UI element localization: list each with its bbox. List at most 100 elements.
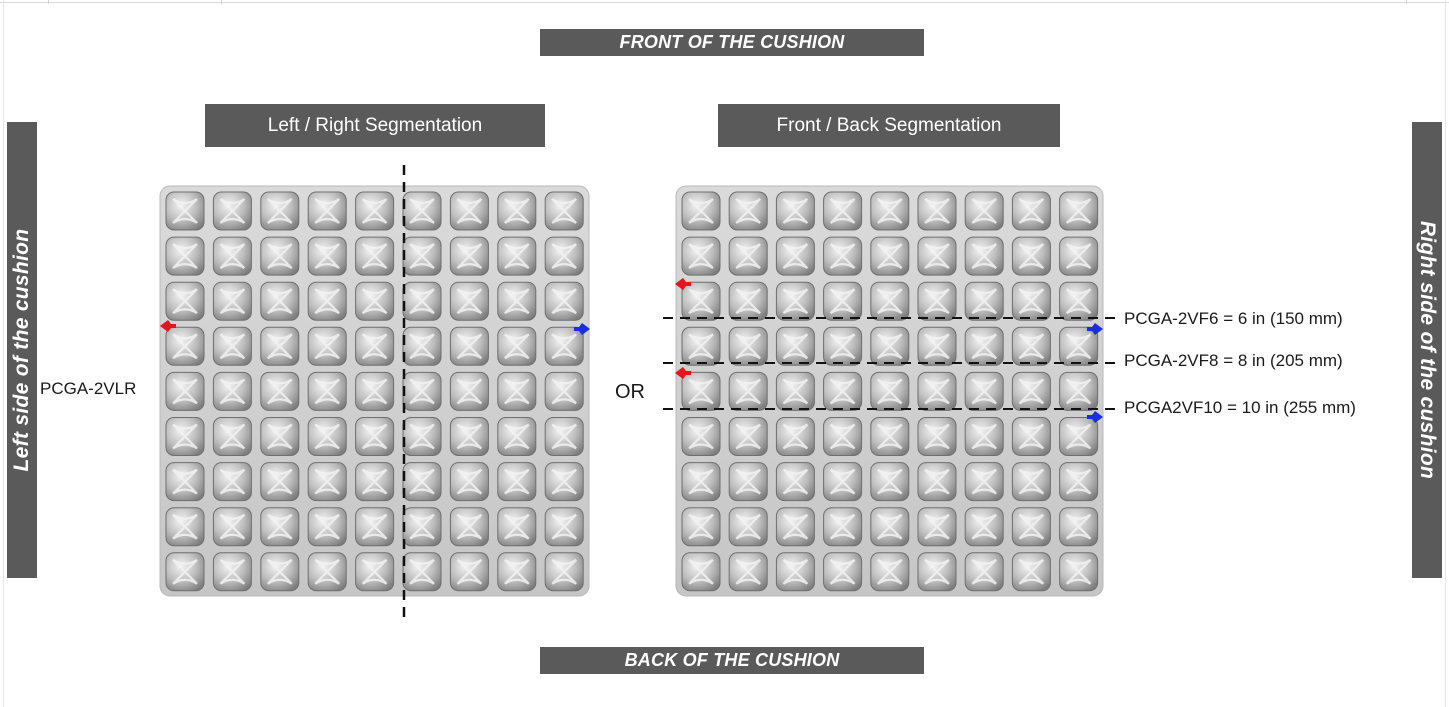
air-cell — [307, 417, 347, 456]
air-cell — [544, 191, 584, 231]
front-banner: FRONT OF THE CUSHION — [540, 29, 924, 56]
air-cell — [449, 281, 489, 321]
blue-valve-icon — [574, 323, 590, 335]
air-cell — [165, 281, 205, 321]
air-cell — [823, 281, 863, 321]
air-cell — [1059, 326, 1099, 366]
air-cell — [870, 507, 910, 547]
air-cell — [165, 462, 205, 502]
air-cell — [402, 507, 442, 547]
air-cell — [260, 462, 300, 502]
air-cell — [1059, 281, 1099, 321]
air-cell — [681, 507, 721, 547]
air-cell — [307, 236, 347, 276]
air-cell — [260, 371, 300, 411]
air-cell — [681, 191, 721, 231]
air-cell — [823, 552, 863, 592]
air-cell — [681, 236, 721, 276]
air-cell — [402, 552, 442, 592]
air-cell — [307, 507, 347, 547]
air-cell — [681, 326, 721, 366]
air-cell — [1059, 462, 1099, 502]
right-cushion-cells — [681, 191, 1099, 592]
air-cell — [1011, 326, 1051, 366]
air-cell — [449, 462, 489, 502]
air-cell — [402, 462, 442, 502]
air-cell — [355, 462, 395, 502]
red-valve-icon — [675, 367, 691, 379]
air-cell — [497, 371, 537, 411]
air-cell — [1011, 417, 1051, 456]
air-cell — [307, 462, 347, 502]
air-cell — [260, 552, 300, 592]
left-side-bar — [7, 122, 37, 578]
air-cell — [212, 191, 252, 231]
air-cell — [260, 417, 300, 456]
air-cell — [681, 552, 721, 592]
air-cell — [870, 326, 910, 366]
front-back-segmentation-title: Front / Back Segmentation — [718, 104, 1060, 147]
air-cell — [823, 326, 863, 366]
air-cell — [775, 507, 815, 547]
air-cell — [823, 417, 863, 456]
air-cell — [775, 236, 815, 276]
left-model-label: PCGA-2VLR — [40, 379, 137, 398]
air-cell — [1011, 281, 1051, 321]
air-cell — [775, 191, 815, 231]
back-banner: BACK OF THE CUSHION — [540, 647, 924, 674]
air-cell — [355, 371, 395, 411]
air-cell — [728, 552, 768, 592]
air-cell — [728, 236, 768, 276]
air-cell — [1059, 191, 1099, 231]
left-frame-line — [3, 0, 4, 707]
blue-valve-icon — [1087, 323, 1103, 335]
air-cell — [260, 236, 300, 276]
air-cell — [870, 236, 910, 276]
top-frame-line — [0, 0, 1449, 3]
option-label-8in: PCGA-2VF8 = 8 in (205 mm) — [1124, 351, 1343, 370]
air-cell — [917, 236, 957, 276]
air-cell — [449, 236, 489, 276]
air-cell — [355, 417, 395, 456]
air-cell — [165, 507, 205, 547]
air-cell — [497, 326, 537, 366]
option-label-10in: PCGA2VF10 = 10 in (255 mm) — [1124, 398, 1356, 417]
air-cell — [1011, 552, 1051, 592]
air-cell — [497, 507, 537, 547]
air-cell — [544, 236, 584, 276]
air-cell — [917, 552, 957, 592]
air-cell — [1011, 462, 1051, 502]
air-cell — [728, 281, 768, 321]
air-cell — [1011, 507, 1051, 547]
air-cell — [775, 462, 815, 502]
air-cell — [1011, 191, 1051, 231]
air-cell — [212, 552, 252, 592]
air-cell — [775, 326, 815, 366]
air-cell — [165, 371, 205, 411]
air-cell — [823, 371, 863, 411]
air-cell — [964, 417, 1004, 456]
air-cell — [212, 326, 252, 366]
air-cell — [870, 191, 910, 231]
air-cell — [212, 281, 252, 321]
air-cell — [775, 552, 815, 592]
air-cell — [355, 507, 395, 547]
option-label-6in: PCGA-2VF6 = 6 in (150 mm) — [1124, 309, 1343, 328]
air-cell — [212, 371, 252, 411]
air-cell — [870, 281, 910, 321]
air-cell — [402, 191, 442, 231]
air-cell — [449, 417, 489, 456]
air-cell — [964, 507, 1004, 547]
red-valve-icon — [675, 278, 691, 290]
air-cell — [964, 371, 1004, 411]
left-cushion-cells — [165, 191, 584, 592]
air-cell — [402, 371, 442, 411]
air-cell — [497, 191, 537, 231]
air-cell — [260, 507, 300, 547]
air-cell — [355, 281, 395, 321]
air-cell — [449, 326, 489, 366]
air-cell — [775, 371, 815, 411]
air-cell — [449, 371, 489, 411]
air-cell — [544, 281, 584, 321]
air-cell — [681, 371, 721, 411]
